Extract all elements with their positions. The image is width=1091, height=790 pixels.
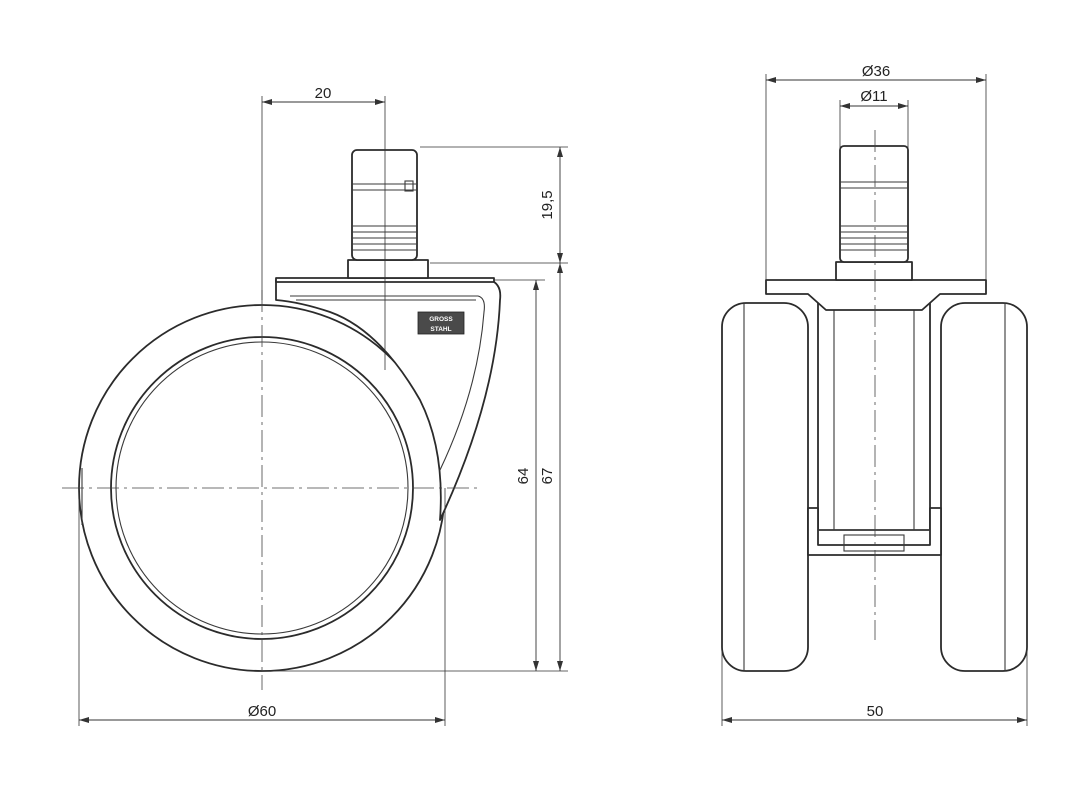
axle-bracket <box>807 507 942 556</box>
svg-text:67: 67 <box>539 468 556 485</box>
center-body-front <box>817 299 931 531</box>
brand-logo: GROSS STAHL <box>417 311 465 335</box>
svg-text:Ø36: Ø36 <box>862 63 890 80</box>
wheel-inner-circle <box>110 336 414 640</box>
svg-text:Ø11: Ø11 <box>860 88 887 105</box>
right-wheel-front <box>940 302 1028 672</box>
svg-text:64: 64 <box>515 468 532 485</box>
dimension-housing-diameter: Ø36 <box>765 63 987 282</box>
left-wheel-front <box>721 302 809 672</box>
dimension-total-width: 50 <box>721 640 1028 726</box>
svg-text:19,5: 19,5 <box>539 190 556 219</box>
dimension-total-height: 67 <box>539 263 563 671</box>
stem-side <box>347 149 429 279</box>
dimension-stem-diameter: Ø11 <box>839 88 909 148</box>
stem-front <box>835 145 913 281</box>
svg-text:50: 50 <box>867 703 884 720</box>
front-view: Ø36 Ø11 50 <box>721 63 1028 726</box>
svg-text:STAHL: STAHL <box>430 326 451 333</box>
svg-text:Ø60: Ø60 <box>248 703 276 720</box>
fork-housing <box>275 279 502 521</box>
dimension-stem-length: 19,5 <box>420 146 568 264</box>
fork-housing-inner <box>290 295 485 471</box>
side-view: GROSS STAHL 20 <box>62 85 568 726</box>
svg-text:20: 20 <box>315 85 332 102</box>
plate-front <box>765 279 987 311</box>
dimension-stem-offset: 20 <box>261 85 386 370</box>
dimension-height-to-plate: 64 <box>515 280 539 671</box>
svg-text:GROSS: GROSS <box>429 316 453 323</box>
dimension-wheel-diameter: Ø60 <box>78 488 446 726</box>
